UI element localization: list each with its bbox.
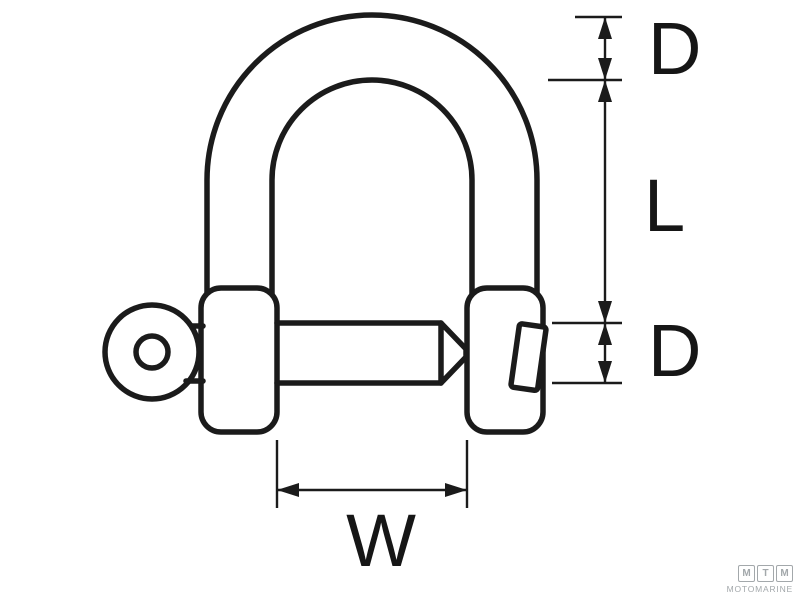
dimension-lines-group: [275, 15, 622, 508]
dim-label-l: L: [644, 164, 685, 247]
left-boss: [198, 285, 280, 435]
dimension-labels-group: D L D W: [346, 7, 701, 582]
dim-label-d-pin: D: [648, 309, 701, 392]
bow-inner-outline: [269, 77, 475, 303]
dim-label-w: W: [346, 499, 416, 582]
watermark-letter-t: T: [757, 565, 774, 582]
pin-tip: [438, 320, 469, 386]
shackle-body-group: [102, 12, 549, 435]
pin-end-collar: [508, 321, 549, 393]
pin-head-hole: [133, 333, 171, 371]
watermark-letter-m2: M: [776, 565, 793, 582]
watermark-name: MOTOMARINE: [726, 584, 793, 594]
bow-outer-outline: [204, 12, 540, 303]
watermark-logo: M T M MOTOMARINE: [727, 565, 793, 594]
watermark-letter-m1: M: [738, 565, 755, 582]
watermark-letter-row: M T M: [727, 565, 793, 582]
dim-label-d-top: D: [648, 7, 701, 90]
